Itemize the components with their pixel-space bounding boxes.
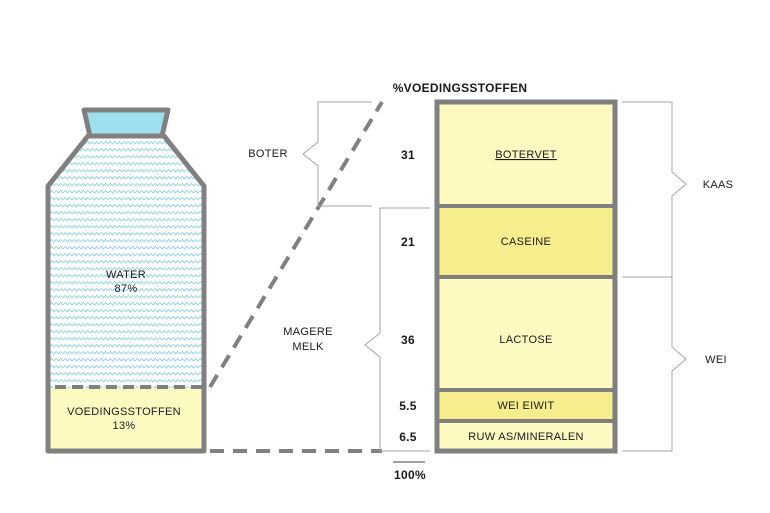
segment-botervet: [437, 102, 615, 206]
nutrients-percent: 13%: [113, 420, 136, 432]
water-percent: 87%: [115, 283, 138, 295]
column-header: %VOEDINGSSTOFFEN: [393, 81, 528, 95]
group-label-magere: MAGERE: [283, 326, 332, 338]
segment-ruw-as: [437, 421, 615, 451]
nutrients-region: [48, 388, 204, 451]
value-caseine: 21: [401, 235, 415, 249]
segment-label-caseine: CASEINE: [501, 236, 551, 248]
value-lactose: 36: [401, 333, 415, 347]
milk-bottle: WATER 87% VOEDINGSSTOFFEN 13%: [45, 107, 207, 454]
water-label: WATER: [106, 269, 146, 281]
brace-wei: [622, 276, 687, 452]
water-region: [48, 136, 204, 388]
segment-label-wei-eiwit: WEI EIWIT: [497, 400, 554, 412]
total-label: 100%: [394, 468, 426, 482]
group-label-wei: WEI: [705, 354, 727, 366]
segment-wei-eiwit: [437, 390, 615, 421]
projection-line-top: [208, 100, 384, 389]
nutrients-label: VOEDINGSSTOFFEN: [67, 406, 181, 418]
group-label-kaas: KAAS: [703, 179, 734, 191]
segment-label-lactose: LACTOSE: [499, 334, 552, 346]
value-ruw-as: 6.5: [399, 430, 417, 444]
brace-magere-melk: [364, 207, 430, 452]
group-label-melk: MELK: [292, 341, 324, 353]
group-label-boter: BOTER: [248, 148, 287, 160]
segment-caseine: [437, 206, 615, 277]
value-botervet: 31: [401, 148, 415, 162]
value-wei-eiwit: 5.5: [399, 399, 417, 413]
bottle-outline: [45, 133, 207, 454]
brace-boter: [302, 101, 372, 207]
stacked-column: BOTERVET CASEINE LACTOSE WEI EIWIT RUW A…: [434, 99, 618, 454]
bottle-cap: [81, 107, 171, 139]
brace-kaas: [622, 101, 687, 278]
segment-label-ruw-as: RUW AS/MINERALEN: [468, 431, 583, 443]
segment-lactose: [437, 277, 615, 390]
segment-label-botervet: BOTERVET: [495, 149, 557, 161]
